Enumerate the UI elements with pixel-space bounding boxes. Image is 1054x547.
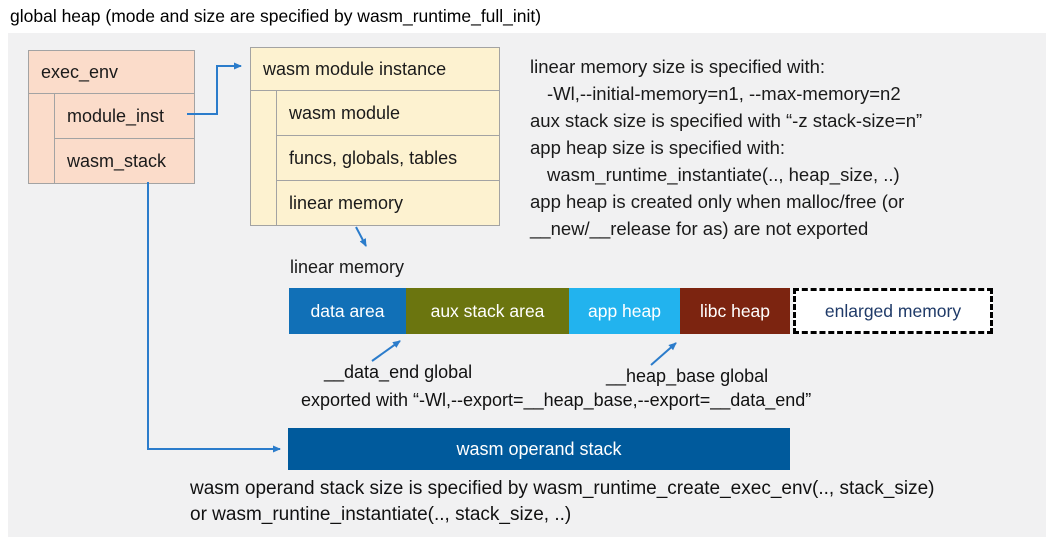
operand-stack-notes: wasm operand stack size is specified by …: [190, 476, 935, 528]
exec-env-row-wasm-stack: wasm_stack: [67, 150, 167, 171]
diagram-title: global heap (mode and size are specified…: [10, 6, 542, 26]
exported-with-label: exported with “-Wl,--export=__heap_base,…: [301, 390, 812, 410]
exec-env-header: exec_env: [29, 51, 194, 94]
note-line: app heap is created only when malloc/fre…: [530, 191, 905, 212]
segment-app-heap: app heap: [569, 288, 680, 334]
linear-memory-label: linear memory: [290, 257, 405, 277]
segment-data-area: data area: [289, 288, 406, 334]
row-funcs-globals-tables: funcs, globals, tables: [277, 136, 499, 181]
segment-aux-stack-area: aux stack area: [406, 288, 569, 334]
note-line: wasm_runtime_instantiate(.., heap_size, …: [547, 164, 900, 185]
note-line: aux stack size is specified with “-z sta…: [530, 110, 923, 131]
note-line: or wasm_runtine_instantiate(.., stack_si…: [190, 504, 572, 525]
row-wasm-module: wasm module: [277, 91, 499, 136]
wasm-operand-stack-box: wasm operand stack: [288, 428, 790, 470]
note-line: __new/__release for as) are not exported: [530, 218, 869, 239]
wasm-module-instance-header: wasm module instance: [251, 48, 499, 91]
note-line: wasm operand stack size is specified by …: [190, 478, 935, 499]
note-line: -Wl,--initial-memory=n1, --max-memory=n2: [547, 83, 901, 104]
wasm-module-instance-rows: wasm module funcs, globals, tables linea…: [276, 91, 499, 225]
note-line: app heap size is specified with:: [530, 137, 786, 158]
note-line: linear memory size is specified with:: [530, 56, 826, 77]
heap-base-global-label: __heap_base global: [606, 366, 769, 386]
exec-env-rows: module_inst wasm_stack: [54, 94, 194, 183]
row-linear-memory: linear memory: [289, 192, 404, 213]
wasm-module-instance-box: wasm module instance wasm module funcs, …: [250, 47, 500, 226]
segment-enlarged-memory: enlarged memory: [793, 288, 993, 334]
linear-memory-bar: data area aux stack area app heap libc h…: [289, 288, 790, 334]
exec-env-row-module-inst: module_inst: [55, 94, 194, 139]
data-end-global-label: __data_end global: [324, 362, 473, 382]
exec-env-box: exec_env module_inst wasm_stack: [28, 50, 195, 184]
segment-libc-heap: libc heap: [680, 288, 790, 334]
memory-size-notes: linear memory size is specified with: -W…: [530, 53, 922, 242]
